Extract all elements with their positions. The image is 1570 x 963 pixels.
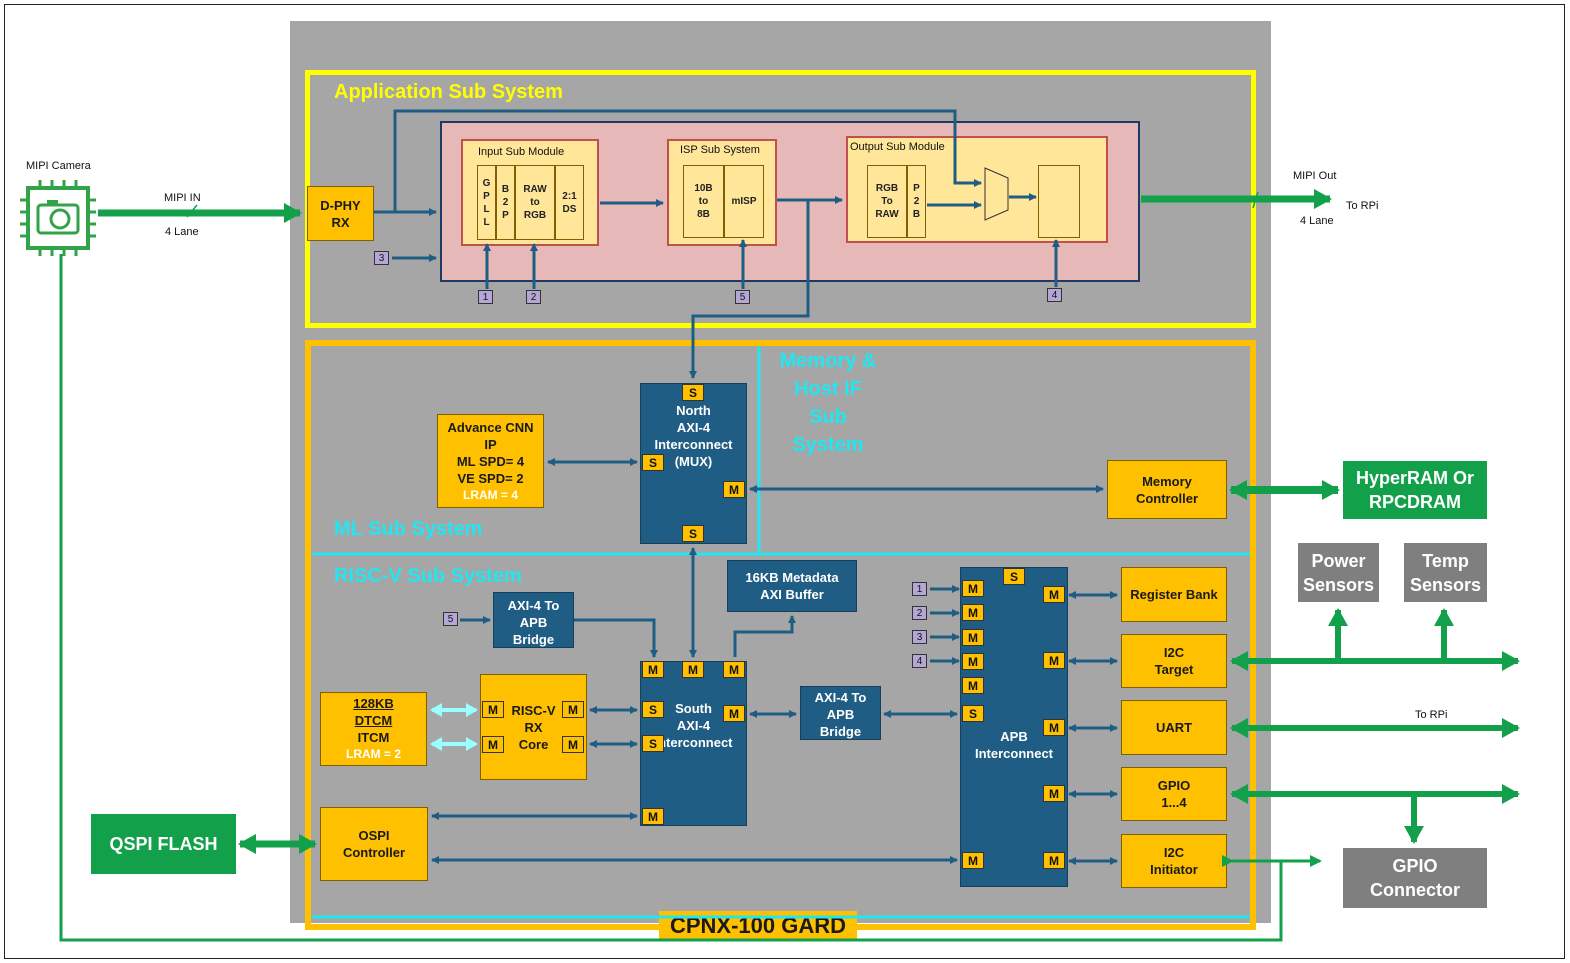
dphy-rx-block: D-PHY RX [307,186,374,241]
north-axi-port-s-top: S [682,384,704,401]
tcm-lram: LRAM = 2 [345,747,401,761]
tag-3: 3 [374,251,389,265]
i2c-target: I2C Target [1121,634,1227,688]
advance-cnn-ip-block: Advance CNN IP ML SPD= 4 VE SPD= 2 LRAM … [437,414,544,508]
input-sub-module-title: Input Sub Module [478,146,565,158]
ml-subsystem-title: ML Sub System [334,518,483,540]
south-axi-port-m-bottom: M [642,808,664,825]
rgb-to-raw-cell: RGB To RAW [867,165,907,238]
mipi-camera-label: MIPI Camera [26,160,91,172]
device-name-label: CPNX-100 GARD [659,911,857,941]
apb-port-m-l5: M [962,677,984,694]
application-subsystem-title: Application Sub System [334,81,563,103]
tcm-itcm: ITCM [357,730,390,745]
south-axi-port-m1: M [642,661,664,678]
uart: UART [1121,700,1227,755]
tag-2-apb: 2 [912,606,927,620]
gpio-block: GPIO 1...4 [1121,767,1227,821]
north-axi-port-s-bottom: S [682,525,704,542]
south-axi-port-m3: M [723,661,745,678]
tag-1-apb: 1 [912,582,927,596]
core-port-m2: M [562,701,584,718]
misp-cell: mISP [724,165,764,238]
cnn-line-4: VE SPD= 2 [457,470,524,486]
cnn-line-3: ML SPD= 4 [456,453,525,469]
ospi-controller: OSPI Controller [320,807,428,881]
isp-sub-system-title: ISP Sub System [680,144,760,156]
core-port-m3: M [482,736,504,753]
dphy-tx-cell [1038,165,1080,238]
apb-port-m-r5: M [1043,852,1065,869]
mipi-out-dest: To RPi [1346,200,1379,212]
tag-1: 1 [478,290,493,304]
10b-to-8b-cell: 10B to 8B [683,165,724,238]
apb-port-m-r2: M [1043,652,1065,669]
apb-port-m-r3: M [1043,719,1065,736]
power-sensors-block: Power Sensors [1298,543,1379,602]
ds-cell: 2:1 DS [555,165,584,240]
apb-port-s-top: S [1003,568,1025,585]
p2b-cell: P 2 B [907,165,926,238]
hyperram-block: HyperRAM Or RPCDRAM [1343,461,1487,519]
north-axi-port-s-left: S [642,454,664,471]
tag-5: 5 [735,290,750,304]
apb-port-m-l4: M [962,653,984,670]
memory-controller: Memory Controller [1107,460,1227,519]
riscv-subsystem-title: RISC-V Sub System [334,565,522,587]
i2c-initiator: I2C Initiator [1121,834,1227,888]
apb-port-m-bottom: M [962,852,984,869]
apb-port-s-left: S [962,705,984,722]
tag-5-riscv: 5 [443,612,458,626]
axi-apb-bridge-mid: AXI-4 To APB Bridge [800,686,881,740]
axi-apb-bridge-top: AXI-4 To APB Bridge [493,592,574,648]
apb-port-m-l2: M [962,604,984,621]
outer-frame [4,4,1565,959]
camera-chip-icon [20,180,96,256]
mipi-out-lanes: 4 Lane [1300,215,1334,227]
tag-4-apb: 4 [912,654,927,668]
mipi-out-label: MIPI Out [1293,170,1337,182]
uart-to-rpi-label: To RPi [1415,709,1448,721]
south-axi-port-m2: M [682,661,704,678]
cnn-line-2: IP [484,436,497,452]
apb-port-m-l3: M [962,629,984,646]
gpll-cell: G P L L [477,165,496,240]
tag-4: 4 [1047,288,1062,302]
apb-port-m-r4: M [1043,785,1065,802]
tag-2: 2 [526,290,541,304]
memory-host-if-title: Memory & Host IF Sub System [779,350,877,456]
metadata-axi-buffer: 16KB Metadata AXI Buffer [727,560,857,612]
core-port-m4: M [562,736,584,753]
south-axi-port-m-right: M [723,705,745,722]
tcm-block: 128KB DTCM ITCM LRAM = 2 [320,692,427,766]
tcm-dtcm: DTCM [354,713,393,728]
apb-port-m-l1: M [962,580,984,597]
temp-sensors-block: Temp Sensors [1404,543,1487,602]
gpio-connector-block: GPIO Connector [1343,848,1487,908]
riscv-core: RISC-V RX Core [480,674,587,780]
cnn-line-1: Advance CNN [447,419,534,435]
north-axi-port-m-right: M [723,481,745,498]
register-bank: Register Bank [1121,567,1227,622]
cnn-lram: LRAM = 4 [462,487,518,502]
south-axi-port-s1: S [642,701,664,718]
output-sub-module-title: Output Sub Module [850,141,945,153]
apb-port-m-r1: M [1043,586,1065,603]
south-axi-port-s2: S [642,735,664,752]
mipi-in-label: MIPI IN [164,192,201,204]
b2p-cell: B 2 P [496,165,515,240]
raw-to-rgb-cell: RAW to RGB [515,165,555,240]
qspi-flash-block: QSPI FLASH [91,814,236,874]
tcm-size: 128KB [353,696,394,711]
tag-3-apb: 3 [912,630,927,644]
core-port-m1: M [482,701,504,718]
mipi-in-lanes: 4 Lane [165,226,199,238]
